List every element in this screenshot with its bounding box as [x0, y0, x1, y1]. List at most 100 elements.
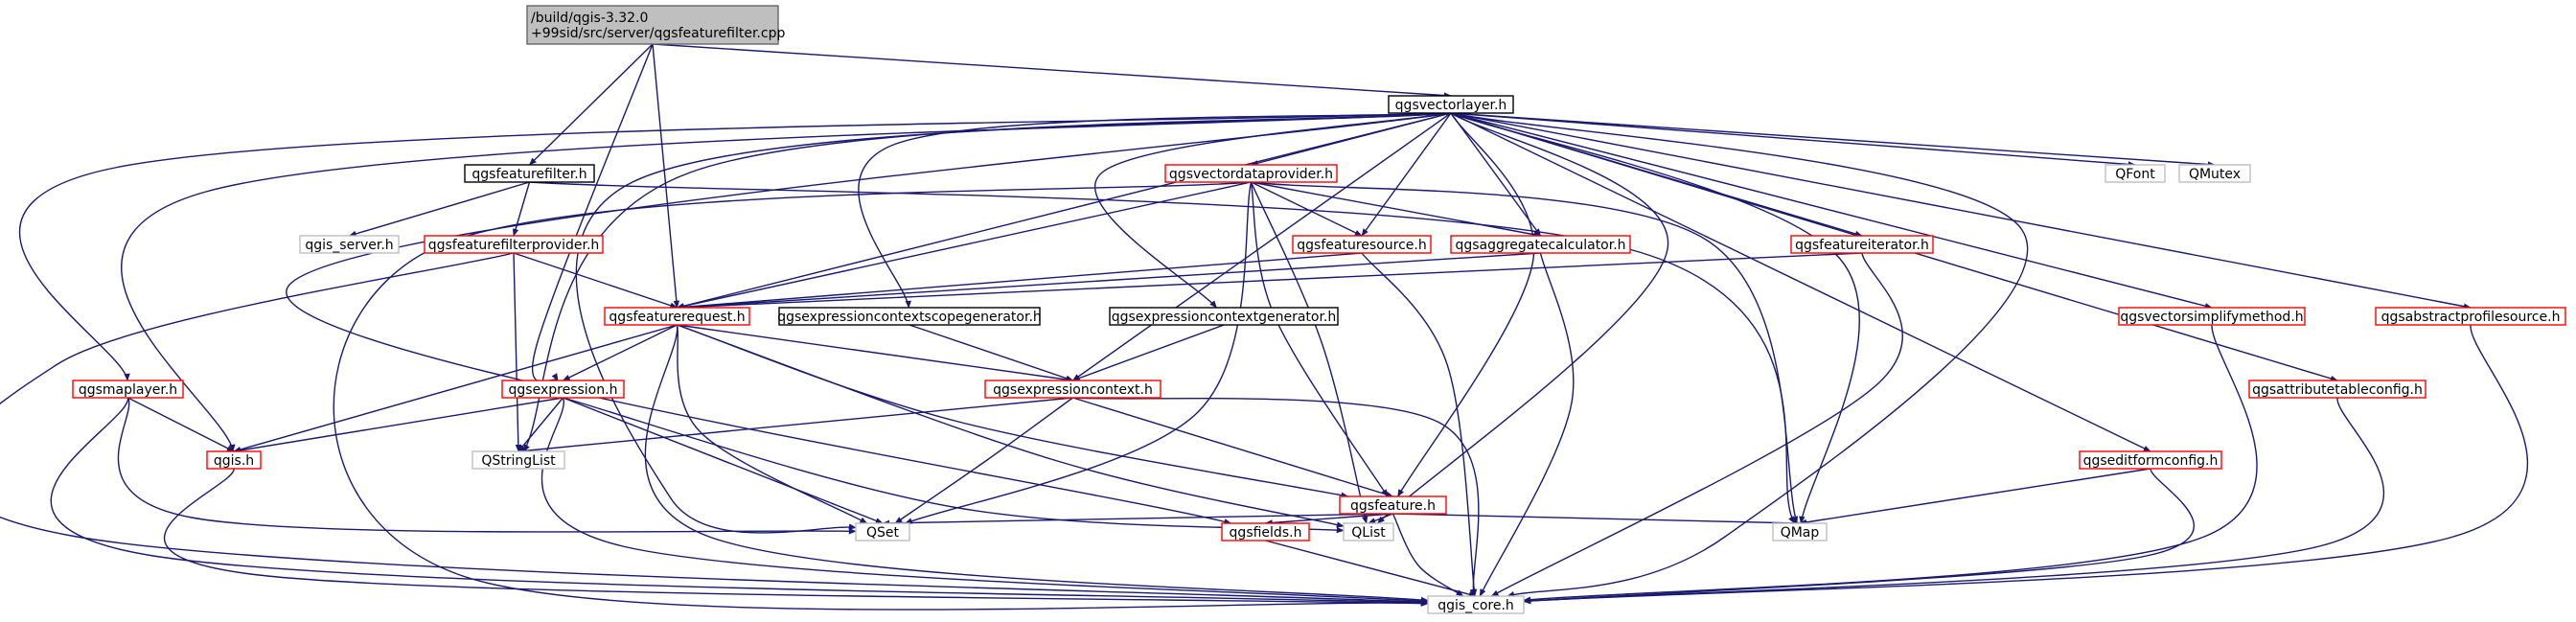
dependency-edge-qgsaggregatecalculator-to-qgsfeaturerequest [676, 252, 1541, 311]
node-label: qgsabstractprofilesource.h [2381, 310, 2561, 325]
node-qgsabstractprofilesource[interactable]: qgsabstractprofilesource.h [2375, 307, 2566, 326]
dependency-edge-qgsvectordataprovider-to-qmap [1251, 181, 1798, 524]
node-box [464, 164, 595, 183]
dependency-edge-qgsfeaturefilter-to-qgis_server [348, 181, 530, 238]
node-qset[interactable]: QSet [855, 522, 910, 541]
node-label: qgsexpressioncontextgenerator.h [1112, 310, 1337, 325]
node-qgsexpressioncontextgenerator[interactable]: qgsexpressioncontextgenerator.h [1109, 307, 1339, 326]
node-qgsexpression[interactable]: qgsexpression.h [501, 380, 625, 399]
node-box [984, 380, 1162, 399]
node-label: qgsfeaturefilter.h [472, 167, 586, 182]
dependency-edge-qgsexpression-to-qstringlist [518, 397, 564, 452]
node-box [1772, 522, 1828, 541]
dependency-edge-qgsvectorlayer-to-qgsexpressioncontext [1071, 112, 1452, 381]
dependency-edge-qgsfeaturefilterprovider-to-qgis_core [0, 252, 1429, 606]
dependency-edge-qgsfeaturesource-to-qgis_core [1361, 252, 1478, 597]
node-qgsexpressioncontextscopegenerator[interactable]: qgsexpressioncontextscopegenerator.h [777, 307, 1042, 326]
dependency-edge-qgsvectorsimplifymethod-to-qgis_core [1523, 324, 2258, 603]
node-box [1109, 307, 1339, 326]
node-label: qgsvectorlayer.h [1395, 98, 1507, 113]
node-label: qgsfeatureiterator.h [1795, 238, 1929, 253]
dependency-edge-qgsfeatureiterator-to-qgis_core [1490, 252, 1903, 597]
dependency-edge-qgsexpressioncontext-to-qset [894, 397, 1073, 524]
dependency-edge-qgsmaplayer-to-qgis_core [50, 397, 1429, 607]
dependency-edge-qgsaggregatecalculator-to-qgis_core [1479, 252, 1575, 597]
node-root[interactable]: /build/qgis-3.32.0+99sid/src/server/qgsf… [526, 5, 785, 45]
dependency-edge-qgsexpression-to-qgis [233, 397, 564, 453]
node-qgis-core[interactable]: qgis_core.h [1427, 595, 1525, 614]
node-qgsfeaturesource[interactable]: qgsfeaturesource.h [1292, 235, 1432, 254]
node-layer: /build/qgis-3.32.0+99sid/src/server/qgsf… [72, 5, 2566, 614]
node-label: qgis_server.h [305, 238, 393, 253]
node-qgsfeaturefilterprovider[interactable]: qgsfeaturefilterprovider.h [424, 235, 604, 254]
node-label: QMutex [2189, 167, 2241, 182]
dependency-edge-qgsexpression-to-qset [563, 397, 884, 524]
node-qgsfeatureiterator[interactable]: qgsfeatureiterator.h [1790, 235, 1934, 254]
node-label: QFont [2115, 167, 2155, 182]
node-qfont[interactable]: QFont [2104, 164, 2166, 183]
node-qgseditformconfig[interactable]: qgseditformconfig.h [2079, 450, 2222, 470]
dependency-edge-qgsexpressioncontext-to-qstringlist [518, 397, 1073, 454]
node-box [1164, 164, 1338, 183]
dependency-edge-qgsvectordataprovider-to-qgsaggregatecalculator [1251, 181, 1542, 238]
node-qlist[interactable]: QList [1343, 522, 1394, 541]
node-qgsattributetableconfig[interactable]: qgsattributetableconfig.h [2248, 380, 2426, 399]
node-qgsfields[interactable]: qgsfields.h [1221, 522, 1310, 541]
node-qgsfeaturefilter[interactable]: qgsfeaturefilter.h [464, 164, 595, 183]
node-qgsexpressioncontext[interactable]: qgsexpressioncontext.h [984, 380, 1162, 399]
dependency-edge-root-to-qgsfeaturerequest [652, 43, 680, 309]
node-qstringlist[interactable]: QStringList [472, 450, 565, 470]
dependency-edge-qgsvectorlayer-to-qfont [1450, 112, 2136, 168]
node-label: qgsfeature.h [1350, 498, 1436, 514]
node-box [2118, 307, 2306, 326]
dependency-edge-qgsfeaturerequest-to-qgis_core [644, 324, 1429, 604]
node-label: QList [1351, 525, 1386, 541]
dependency-edge-qgsvectorlayer-to-qgsaggregatecalculator [1450, 112, 1542, 237]
dependency-edge-qgsfeaturefilter-to-qmap [529, 181, 1796, 524]
dependency-edge-qgsexpressioncontextscopegenerator-to-qgsexpressioncontext [908, 324, 1074, 381]
dependency-edge-qgsvectordataprovider-to-qset [904, 181, 1253, 524]
dependency-edge-qgsfeaturefilterprovider-to-qstringlist [513, 252, 522, 452]
node-qgsvectorsimplifymethod[interactable]: qgsvectorsimplifymethod.h [2118, 307, 2306, 326]
dependency-edge-root-to-qgsfeaturefilter [528, 43, 654, 166]
node-qgsfeaturerequest[interactable]: qgsfeaturerequest.h [604, 307, 750, 326]
node-label: qgsfeaturefilterprovider.h [428, 238, 600, 253]
node-label: qgsaggregatecalculator.h [1455, 238, 1625, 253]
node-box [1790, 235, 1934, 254]
dependency-edge-qgseditformconfig-to-qgis_core [1523, 468, 2195, 605]
node-qgis-server[interactable]: qgis_server.h [299, 235, 400, 254]
node-qgsaggregatecalculator[interactable]: qgsaggregatecalculator.h [1450, 235, 1631, 254]
node-label: qgsmaplayer.h [79, 382, 177, 398]
dependency-edge-qgsexpressioncontext-to-qgis_core [1072, 397, 1480, 597]
dependency-edge-qgsfeatureiterator-to-qgsfeaturerequest [676, 252, 1863, 311]
node-label: qgsattributetableconfig.h [2252, 382, 2423, 398]
dependency-edge-qgsfeaturesource-to-qgsfeaturerequest [676, 252, 1363, 311]
dependency-edge-qgis-to-qgis_core [164, 468, 1429, 607]
dependency-edge-qgseditformconfig-to-qmap [1799, 468, 2151, 526]
node-label: qgis.h [214, 453, 254, 469]
node-label: QSet [866, 525, 900, 541]
node-qgsmaplayer[interactable]: qgsmaplayer.h [72, 380, 184, 399]
node-qgis[interactable]: qgis.h [206, 450, 262, 470]
dependency-edge-qgsexpression-to-qlist [563, 397, 1345, 534]
dependency-edge-qgsvectorlayer-to-qmutex [1450, 112, 2216, 168]
node-qmap[interactable]: QMap [1772, 522, 1828, 541]
dependency-edge-qgsfeature-to-qset [882, 513, 1393, 527]
dependency-edge-qgsvectordataprovider-to-qgsfeaturesource [1251, 181, 1363, 237]
dependency-edge-qgsfeaturefilter-to-qgsfeaturefilterprovider [512, 181, 531, 237]
node-qgsfeature[interactable]: qgsfeature.h [1339, 495, 1447, 515]
node-label: qgsfields.h [1230, 525, 1302, 541]
node-box [1388, 95, 1514, 114]
dependency-edge-qgsvectorlayer-to-qgis_core [1450, 112, 2029, 598]
dependency-edge-qgsvectorlayer-to-qgsabstractprofilesource [1450, 112, 2472, 310]
node-qgsvectorlayer[interactable]: qgsvectorlayer.h [1388, 95, 1514, 114]
node-label: qgsfeaturesource.h [1297, 238, 1426, 253]
dependency-edge-qgsfeature-to-qgsfields [1264, 513, 1393, 526]
node-label: qgsexpressioncontextscopegenerator.h [777, 310, 1042, 325]
node-box [1339, 495, 1447, 515]
node-qmutex[interactable]: QMutex [2178, 164, 2251, 183]
dependency-edge-qgsvectordataprovider-to-qgis_core [333, 181, 1429, 610]
node-qgsvectordataprovider[interactable]: qgsvectordataprovider.h [1164, 164, 1338, 183]
dependency-edge-qgsfeaturerequest-to-qgsexpressioncontext [677, 324, 1074, 383]
